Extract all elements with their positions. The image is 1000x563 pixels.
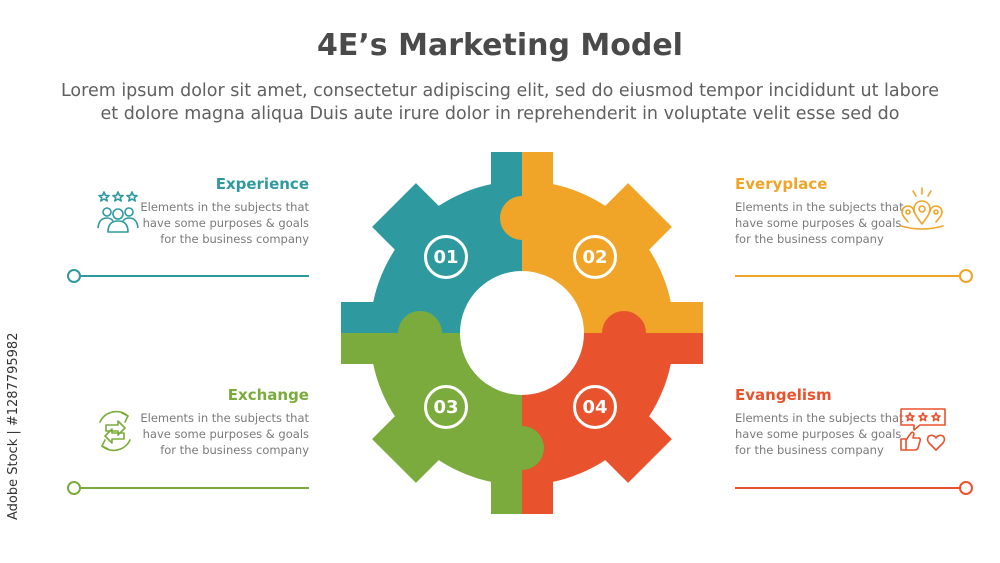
review-like-icon [900,408,946,451]
connector-line-exchange [80,487,309,489]
item-desc-evangelism: Elements in the subjects that have some … [735,410,904,458]
item-desc-line: have some purposes & goals [142,427,309,441]
page-title: 4E’s Marketing Model [317,28,683,63]
item-desc-line: have some purposes & goals [142,216,309,230]
connector-dot-everyplace [959,269,973,283]
connector-dot-experience [67,269,81,283]
item-desc-exchange: Elements in the subjects that have some … [140,410,309,458]
puzzle-knob-bottom [500,426,544,470]
item-title-everyplace: Everyplace [735,175,828,193]
stock-watermark: Adobe Stock | #1287795982 [6,332,21,520]
item-title-evangelism: Evangelism [735,386,832,404]
connector-line-everyplace [735,275,961,277]
location-pins-icon [900,187,944,230]
item-desc-line: Elements in the subjects that [140,200,309,214]
puzzle-knob-top [500,196,544,240]
subtitle-line-1: Lorem ipsum dolor sit amet, consectetur … [60,81,940,101]
exchange-arrows-icon [99,410,131,452]
gear-number-04: 04 [573,385,617,429]
puzzle-knob-left [398,311,442,355]
item-desc-line: Elements in the subjects that [140,411,309,425]
gear-number-03: 03 [424,385,468,429]
item-desc-line: Elements in the subjects that [735,411,904,425]
connector-line-evangelism [735,487,961,489]
item-desc-line: have some purposes & goals [735,427,902,441]
item-desc-everyplace: Elements in the subjects that have some … [735,199,904,247]
page-subtitle: Lorem ipsum dolor sit amet, consectetur … [40,80,960,126]
subtitle-line-2: et dolore magna aliqua Duis aute irure d… [100,104,900,124]
connector-line-experience [80,275,309,277]
item-desc-line: for the business company [160,443,309,457]
item-desc-line: for the business company [735,232,884,246]
item-title-experience: Experience [215,175,309,193]
item-desc-experience: Elements in the subjects that have some … [140,199,309,247]
gear-number-01: 01 [424,235,468,279]
item-desc-line: for the business company [160,232,309,246]
item-title-exchange: Exchange [227,386,309,404]
gear-number-02: 02 [573,235,617,279]
users-rating-icon [97,191,139,233]
puzzle-knob-right [602,311,646,355]
item-desc-line: Elements in the subjects that [735,200,904,214]
connector-dot-evangelism [959,481,973,495]
item-desc-line: have some purposes & goals [735,216,902,230]
item-desc-line: for the business company [735,443,884,457]
connector-dot-exchange [67,481,81,495]
